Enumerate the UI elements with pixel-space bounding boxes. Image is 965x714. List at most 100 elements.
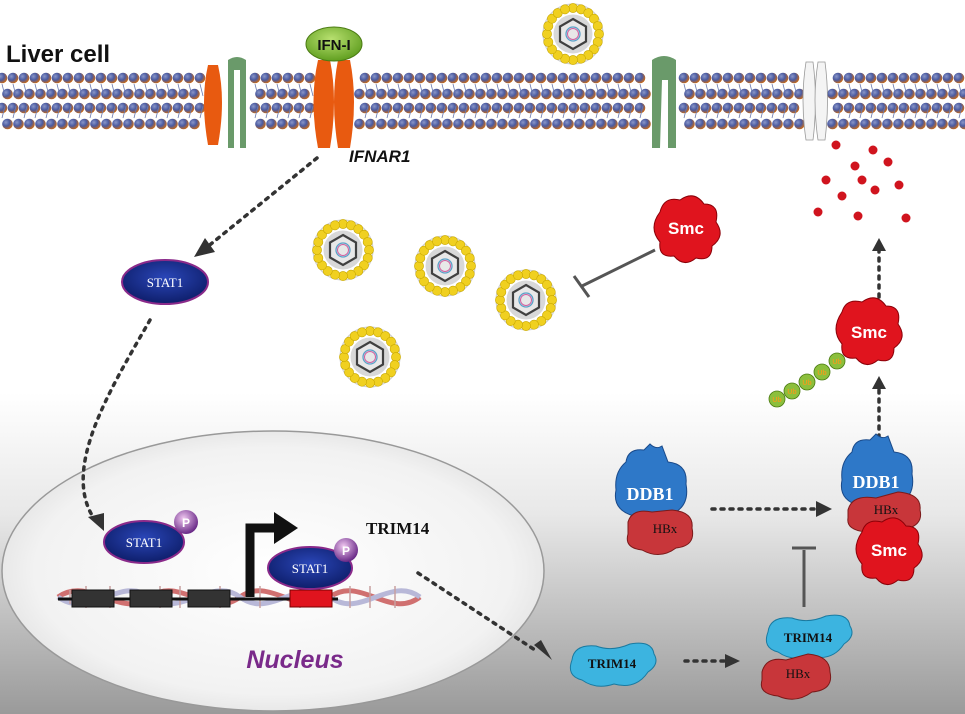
- lipid-head: [739, 118, 750, 130]
- lipid-tail: [540, 83, 545, 119]
- lipid-head: [761, 88, 772, 100]
- lipid-head: [618, 118, 629, 130]
- lipid-head: [838, 88, 849, 100]
- lipid-head: [156, 118, 167, 130]
- lipid-head: [634, 102, 646, 114]
- lipid-head: [766, 72, 778, 84]
- lipid-head: [684, 118, 695, 130]
- lipid-head: [106, 102, 118, 114]
- lipid-head: [722, 72, 734, 84]
- lipid-head: [568, 102, 580, 114]
- lipid-head: [453, 118, 464, 130]
- lipid-head: [612, 72, 624, 84]
- lipid-tail: [518, 83, 523, 119]
- lipid-tail: [716, 83, 721, 119]
- lipid-head: [695, 118, 706, 130]
- ddb1-label: DDB1: [852, 472, 899, 492]
- lipid-head: [359, 72, 371, 84]
- lipid-head: [156, 88, 167, 100]
- lipid-head: [79, 88, 90, 100]
- lipid-head: [299, 88, 310, 100]
- lipid-head: [167, 88, 178, 100]
- lipid-head: [733, 102, 745, 114]
- lipid-head: [607, 118, 618, 130]
- lipid-head: [959, 118, 965, 130]
- lipid-head: [546, 102, 558, 114]
- lipid-head: [18, 102, 30, 114]
- lipid-head: [150, 72, 162, 84]
- lipid-tail: [265, 83, 270, 119]
- lipid-head: [612, 102, 624, 114]
- lipid-head: [530, 88, 541, 100]
- lipid-head: [18, 72, 30, 84]
- lipid-head: [926, 118, 937, 130]
- lipid-head: [150, 102, 162, 114]
- lipid-head: [948, 118, 959, 130]
- lipid-head: [601, 72, 613, 84]
- lipid-head: [436, 72, 448, 84]
- lipid-tail: [133, 83, 138, 119]
- lipid-head: [420, 88, 431, 100]
- hbv-virion: [338, 325, 402, 389]
- lipid-head: [101, 88, 112, 100]
- lipid-head: [843, 72, 855, 84]
- lipid-head: [909, 72, 921, 84]
- lipid-head: [722, 102, 734, 114]
- ifnar1-chain-left: [313, 60, 334, 148]
- lipid-head: [469, 102, 481, 114]
- lipid-head: [442, 88, 453, 100]
- lipid-head: [79, 118, 90, 130]
- lipid-head: [491, 102, 503, 114]
- lipid-tail: [507, 83, 512, 119]
- lipid-head: [601, 102, 613, 114]
- lipid-head: [266, 88, 277, 100]
- lipid-head: [788, 72, 800, 84]
- lipid-head: [689, 72, 701, 84]
- lipid-head: [95, 102, 107, 114]
- lipid-tail: [628, 83, 633, 119]
- lipid-head: [629, 88, 640, 100]
- lipid-head: [2, 118, 13, 130]
- lipid-head: [282, 72, 294, 84]
- degradation-arrows: [872, 238, 886, 440]
- lipid-head: [24, 118, 35, 130]
- lipid-head: [24, 88, 35, 100]
- lipid-tail: [177, 83, 182, 119]
- smc-inhibition-virus: [572, 248, 656, 298]
- lipid-head: [172, 102, 184, 114]
- ubiquitin-chain: Ub Ub Ub Ub Ub: [768, 352, 846, 408]
- hbx-label: HBx: [786, 666, 811, 681]
- lipid-head: [13, 118, 24, 130]
- transcription-start-arrow: [245, 512, 298, 597]
- lipid-head: [194, 102, 206, 114]
- lipid-tail: [276, 83, 281, 119]
- lipid-head: [0, 102, 8, 114]
- lipid-head: [953, 72, 965, 84]
- ub-label: Ub: [787, 389, 796, 396]
- lipid-tail: [45, 83, 50, 119]
- lipid-head: [860, 118, 871, 130]
- lipid-head: [541, 88, 552, 100]
- lipid-head: [425, 72, 437, 84]
- lipid-tail: [78, 83, 83, 119]
- nucleus-label: Nucleus: [246, 646, 343, 674]
- lipid-head: [260, 72, 272, 84]
- lipid-head: [420, 118, 431, 130]
- lipid-head: [458, 72, 470, 84]
- stat1-phosphorylated-bound: STAT1 P: [267, 538, 358, 590]
- lipid-tail: [89, 83, 94, 119]
- lipid-head: [783, 88, 794, 100]
- lipid-head: [123, 88, 134, 100]
- lipid-head: [359, 102, 371, 114]
- lipid-head: [497, 118, 508, 130]
- phospho-label: P: [182, 516, 190, 530]
- lipid-head: [640, 88, 651, 100]
- lipid-head: [123, 118, 134, 130]
- lipid-head: [403, 72, 415, 84]
- lipid-tail: [892, 83, 897, 119]
- lipid-head: [271, 72, 283, 84]
- lipid-head: [447, 72, 459, 84]
- lipid-head: [497, 88, 508, 100]
- lipid-head: [293, 102, 305, 114]
